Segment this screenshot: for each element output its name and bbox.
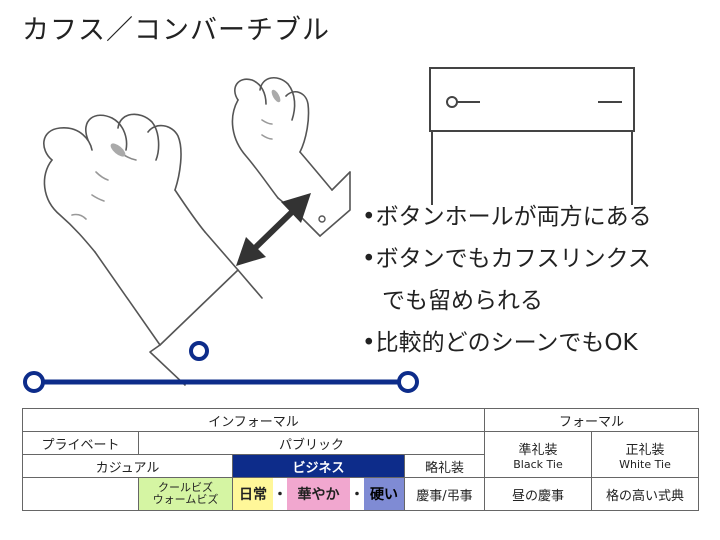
cell-ceremony: 慶事/弔事 — [404, 477, 485, 511]
formality-scale — [23, 371, 419, 393]
cell-business-levels: 日常 ・ 華やか ・ 硬い — [232, 477, 405, 511]
scale-start-dot — [23, 371, 45, 393]
scale-end-dot — [397, 371, 419, 393]
level-gorgeous: 華やか — [287, 478, 350, 510]
cell-public: パブリック — [138, 431, 485, 455]
cell-daytime: 昼の慶事 — [484, 477, 592, 511]
dress-code-table: インフォーマル フォーマル プライベート パブリック 準礼装 Black Tie… — [22, 408, 700, 511]
cell-coolbiz: クールビズウォームビズ — [138, 477, 233, 511]
double-arrow-icon — [236, 193, 311, 266]
cell-full-formal: 正礼装 White Tie — [590, 431, 700, 478]
level-separator: ・ — [350, 487, 364, 503]
cell-semi-formal: 準礼装 Black Tie — [484, 431, 592, 478]
feature-item-1: •ボタンホールが両方にある — [362, 204, 652, 230]
feature-item-3: •比較的どのシーンでもOK — [362, 330, 638, 356]
header-formal: フォーマル — [483, 408, 700, 432]
header-informal: インフォーマル — [22, 408, 485, 432]
cell-casual: カジュアル — [22, 454, 233, 478]
cuff-buttonhole-left — [446, 96, 458, 108]
cell-business: ビジネス — [232, 454, 405, 478]
cuff-button-icon — [189, 341, 209, 361]
hand-left-icon — [43, 113, 263, 386]
cell-highest: 格の高い式典 — [590, 477, 700, 511]
level-hard: 硬い — [364, 478, 404, 510]
cell-semi-business: 略礼装 — [404, 454, 485, 478]
cuff-band — [429, 67, 635, 132]
feature-item-2-continued: でも留められる — [382, 288, 543, 314]
cell-private: プライベート — [22, 431, 139, 455]
level-daily: 日常 — [233, 478, 273, 510]
slide-title: カフス／コンバーチブル — [22, 15, 330, 46]
feature-list: •ボタンホールが両方にある •ボタンでもカフスリンクス でも留められる •比較的… — [362, 196, 712, 364]
cuff-diagram — [429, 67, 635, 205]
level-separator: ・ — [273, 487, 287, 503]
cuff-illustration — [23, 67, 635, 393]
buttonhole-icon — [318, 215, 326, 223]
cell-empty — [22, 477, 139, 511]
feature-item-2: •ボタンでもカフスリンクス — [362, 246, 651, 272]
